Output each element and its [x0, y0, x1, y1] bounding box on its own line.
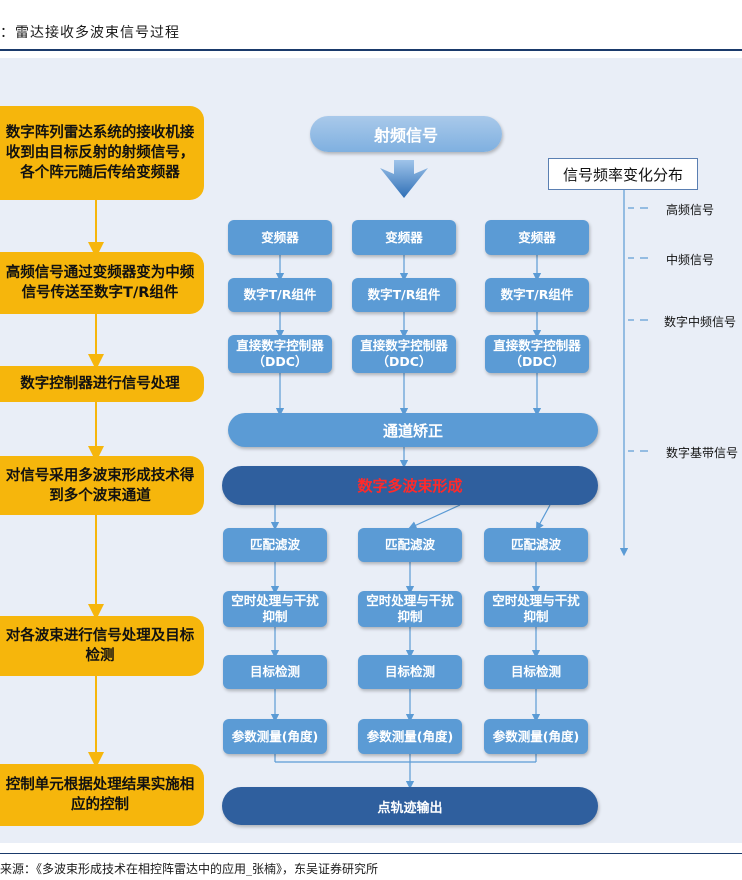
ddc-label-line2: （DDC） [252, 354, 308, 369]
ddc-label-line1: 直接数字控制器 [493, 338, 581, 353]
param-measure-box-2: 参数测量(角度) [358, 719, 462, 754]
ddc-label-line2: （DDC） [509, 354, 565, 369]
tr-module-box-3: 数字T/R组件 [485, 278, 589, 312]
target-detect-box-3: 目标检测 [484, 655, 588, 689]
param-measure-box-3: 参数测量(角度) [484, 719, 588, 754]
legend-item-mid-freq: 中频信号 [666, 253, 715, 267]
track-output-bar: 点轨迹输出 [222, 787, 598, 825]
top-rule [0, 49, 742, 51]
step-beamforming: 对信号采用多波束形成技术得到多个波束通道 [0, 456, 204, 515]
matched-filter-box-2: 匹配滤波 [358, 528, 462, 562]
target-detect-box-2: 目标检测 [358, 655, 462, 689]
legend-item-digital-baseband: 数字基带信号 [666, 446, 739, 460]
legend-item-high-freq: 高频信号 [666, 203, 715, 217]
param-measure-box-1: 参数测量(角度) [223, 719, 327, 754]
ddc-label-line2: （DDC） [376, 354, 432, 369]
step-receive: 数字阵列雷达系统的接收机接收到由目标反射的射频信号，各个阵元随后传给变频器 [0, 106, 204, 200]
big-down-arrow [380, 160, 428, 198]
ddc-box-1: 直接数字控制器 （DDC） [228, 335, 332, 373]
matched-filter-box-3: 匹配滤波 [484, 528, 588, 562]
step-digital-control: 数字控制器进行信号处理 [0, 366, 204, 402]
legend-axis [619, 189, 648, 557]
channel-correction-bar: 通道矫正 [228, 413, 598, 447]
ddc-label-line1: 直接数字控制器 [236, 338, 324, 353]
converter-box-1: 变频器 [228, 220, 332, 255]
ddc-box-2: 直接数字控制器 （DDC） [352, 335, 456, 373]
legend-title: 信号频率变化分布 [548, 158, 698, 190]
step-convert: 高频信号通过变频器变为中频信号传送至数字T/R组件 [0, 252, 204, 314]
matched-filter-box-1: 匹配滤波 [223, 528, 327, 562]
converter-box-2: 变频器 [352, 220, 456, 255]
step-beam-processing: 对各波束进行信号处理及目标检测 [0, 616, 204, 676]
source-note: 来源：《多波束形成技术在相控阵雷达中的应用_张楠》，东吴证券研究所 [0, 862, 379, 876]
stap-box-2: 空时处理与干扰 抑制 [358, 591, 462, 627]
stap-label-line1: 空时处理与干扰 [366, 593, 454, 608]
target-detect-box-1: 目标检测 [223, 655, 327, 689]
tr-module-box-2: 数字T/R组件 [352, 278, 456, 312]
stap-box-3: 空时处理与干扰 抑制 [484, 591, 588, 627]
tr-module-box-1: 数字T/R组件 [228, 278, 332, 312]
stap-label-line1: 空时处理与干扰 [492, 593, 580, 608]
figure-title: ：雷达接收多波束信号过程 [0, 25, 180, 41]
stap-label-line2: 抑制 [397, 609, 423, 624]
stap-label-line1: 空时处理与干扰 [231, 593, 319, 608]
beamforming-bar: 数字多波束形成 [222, 466, 598, 505]
ddc-label-line1: 直接数字控制器 [360, 338, 448, 353]
converter-box-3: 变频器 [485, 220, 589, 255]
rf-signal-pill: 射频信号 [310, 116, 502, 152]
bottom-rule [0, 853, 742, 854]
stap-label-line2: 抑制 [523, 609, 549, 624]
ddc-box-3: 直接数字控制器 （DDC） [485, 335, 589, 373]
legend-item-digital-if: 数字中频信号 [664, 315, 737, 329]
stap-label-line2: 抑制 [262, 609, 288, 624]
column-connectors [270, 255, 551, 790]
step-control: 控制单元根据处理结果实施相应的控制 [0, 764, 204, 826]
stap-box-1: 空时处理与干扰 抑制 [223, 591, 327, 627]
